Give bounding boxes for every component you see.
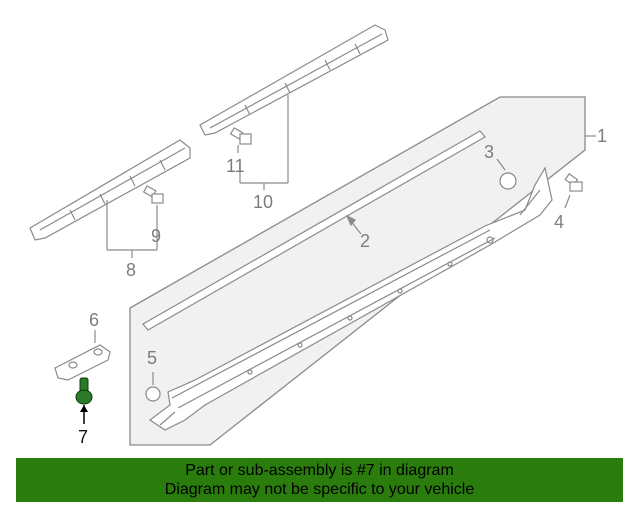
callout-3[interactable]: 3	[484, 142, 494, 162]
mounting-rail-upper-detail	[209, 33, 383, 129]
bracket-6	[54, 344, 111, 381]
rocker-rail-detail	[159, 189, 541, 426]
mounting-rail-lower-detail	[39, 147, 186, 231]
callout-10[interactable]: 10	[253, 192, 273, 212]
grommet-3	[499, 172, 517, 190]
callout-5[interactable]: 5	[147, 348, 157, 368]
notice-line-1: Part or sub-assembly is #7 in diagram	[185, 462, 454, 479]
molding-strip	[142, 130, 486, 331]
bolt-4	[564, 173, 583, 192]
callout-8[interactable]: 8	[126, 260, 136, 280]
bracket-6-hole-a	[68, 361, 78, 369]
bolt-9	[142, 185, 164, 204]
notice-banner: Part or sub-assembly is #7 in diagram Di…	[16, 458, 623, 502]
rocker-rail-clips	[247, 236, 494, 375]
parts-diagram: 1 2 3 4 5 6 7 8	[29, 24, 607, 447]
callout-4[interactable]: 4	[554, 212, 564, 232]
bolt-11	[229, 127, 252, 145]
callout-7-arrow	[80, 405, 88, 412]
grommet-5	[145, 386, 161, 402]
callout-2-arrow	[345, 214, 356, 227]
callout-9[interactable]: 9	[151, 226, 161, 246]
bracket-6-hole-b	[93, 348, 103, 356]
callout-3-leader	[496, 158, 506, 171]
rocker-rail	[148, 166, 553, 431]
callout-7[interactable]: 7	[78, 427, 88, 447]
callout-2[interactable]: 2	[360, 231, 370, 251]
callout-1[interactable]: 1	[597, 126, 607, 146]
screw-7[interactable]	[75, 377, 93, 405]
notice-line-2: Diagram may not be specific to your vehi…	[164, 481, 475, 498]
callout-6[interactable]: 6	[89, 310, 99, 330]
callout-4-leader	[564, 194, 571, 209]
callout-11[interactable]: 11	[226, 156, 245, 176]
